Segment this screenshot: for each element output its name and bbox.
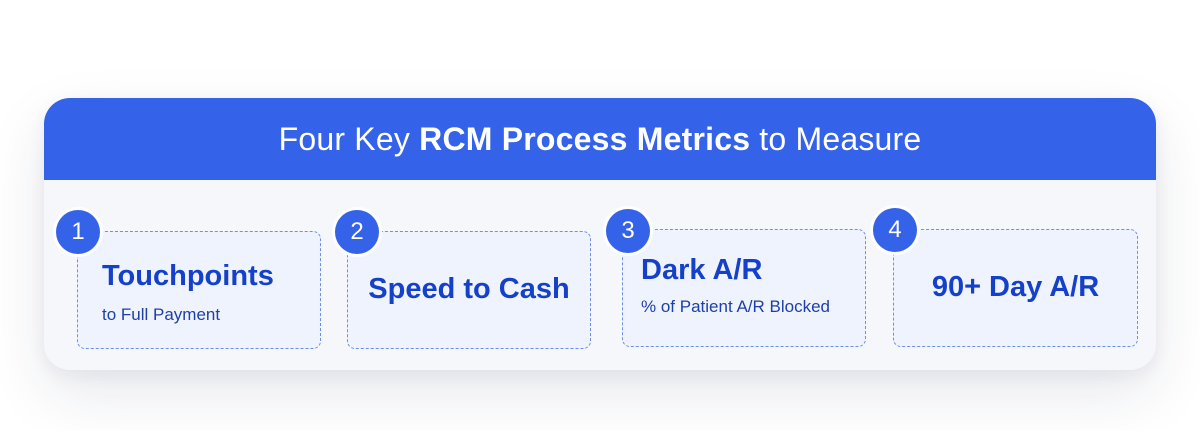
metric-title: Dark A/R bbox=[641, 254, 763, 287]
metric-title: 90+ Day A/R bbox=[931, 271, 1100, 304]
header-suffix: to Measure bbox=[759, 120, 922, 157]
step-badge-4: 4 bbox=[873, 208, 917, 252]
metric-subtitle: % of Patient A/R Blocked bbox=[641, 296, 830, 316]
metric-subtitle: to Full Payment bbox=[102, 304, 221, 324]
metric-title: Speed to Cash bbox=[368, 273, 570, 306]
metric-box-90-day-ar: 90+ Day A/R bbox=[893, 229, 1138, 347]
step-badge-2: 2 bbox=[335, 210, 379, 254]
metric-box-dark-ar: Dark A/R % of Patient A/R Blocked bbox=[622, 229, 866, 347]
step-badge-1: 1 bbox=[56, 210, 100, 254]
metric-box-touchpoints: Touchpoints to Full Payment bbox=[77, 231, 321, 349]
metric-box-speed-to-cash: Speed to Cash bbox=[347, 231, 591, 349]
header-prefix: Four Key bbox=[278, 120, 411, 157]
card-header: Four Key RCM Process Metrics to Measure bbox=[44, 98, 1156, 180]
metric-title: Touchpoints bbox=[102, 260, 274, 293]
header-emphasis: RCM Process Metrics bbox=[419, 120, 751, 157]
step-badge-3: 3 bbox=[606, 209, 650, 253]
